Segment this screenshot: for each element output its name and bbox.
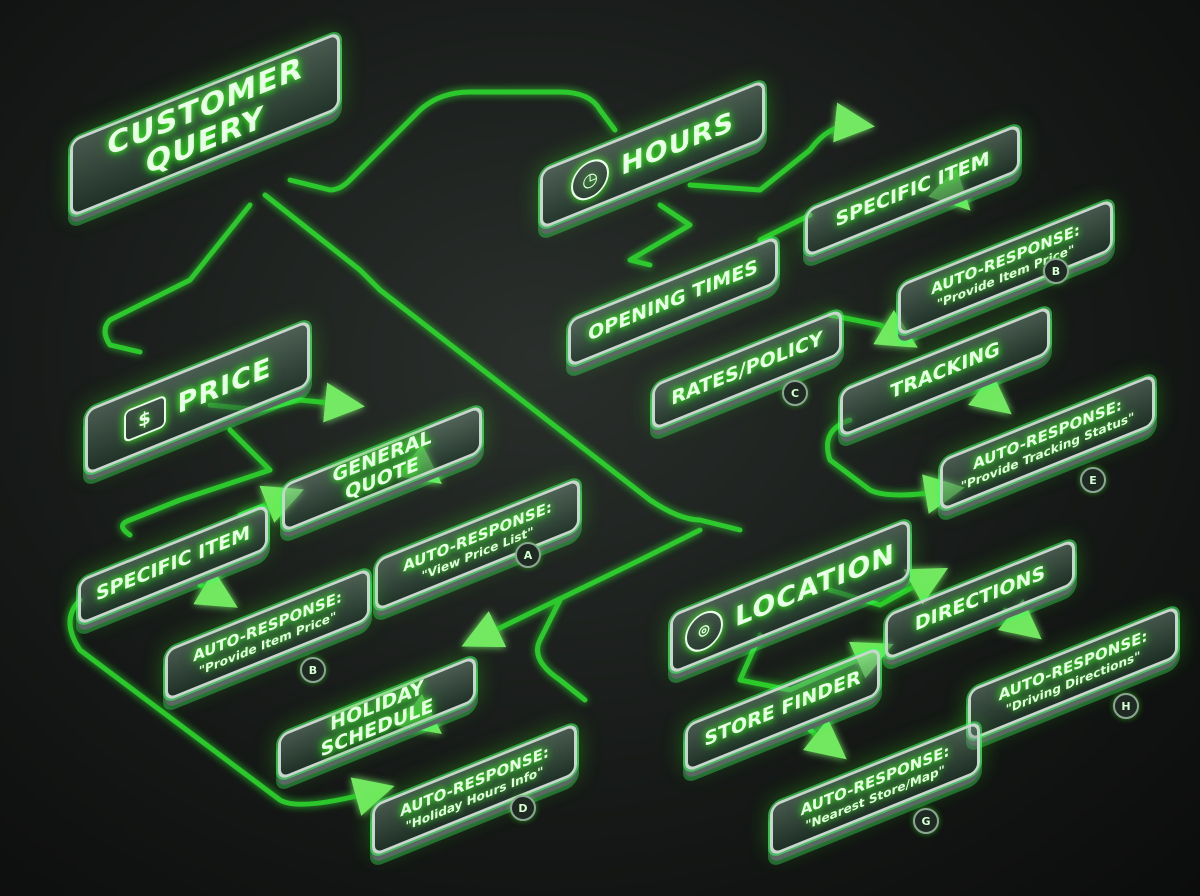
tag-rates: C bbox=[782, 380, 808, 406]
wire-hours-specific bbox=[687, 102, 875, 193]
wire-holiday-loop bbox=[67, 597, 395, 816]
tag-tracking: E bbox=[1080, 467, 1106, 493]
map-pin-icon: ⌾ bbox=[685, 604, 724, 658]
wire-directions-auto bbox=[997, 598, 1042, 640]
wire-query-location bbox=[262, 192, 743, 533]
wire-query-price bbox=[102, 202, 253, 355]
tag-price-list: A bbox=[515, 542, 541, 568]
tag-store: G bbox=[913, 808, 939, 834]
tag-directions: H bbox=[1113, 693, 1139, 719]
wire-tracking-auto bbox=[967, 373, 1012, 415]
wire-loc-auto-holiday bbox=[535, 597, 588, 703]
wire-opening-specific bbox=[757, 212, 813, 243]
tag-hours-item: B bbox=[1043, 258, 1069, 284]
tag-holiday: D bbox=[510, 795, 536, 821]
wire-price-specific bbox=[120, 427, 273, 538]
wire-rates-tracking bbox=[827, 309, 918, 348]
wire-hours-opening bbox=[627, 202, 693, 268]
clock-icon: ◷ bbox=[571, 153, 610, 207]
wire-specific-auto bbox=[193, 569, 238, 608]
wire-tracking-loop bbox=[825, 417, 965, 514]
wire-store-auto bbox=[802, 718, 847, 760]
tag-price-item: B bbox=[300, 657, 326, 683]
dollar-icon: $ bbox=[123, 394, 166, 444]
wire-location-holiday bbox=[461, 527, 703, 648]
wire-query-hours bbox=[287, 89, 618, 193]
